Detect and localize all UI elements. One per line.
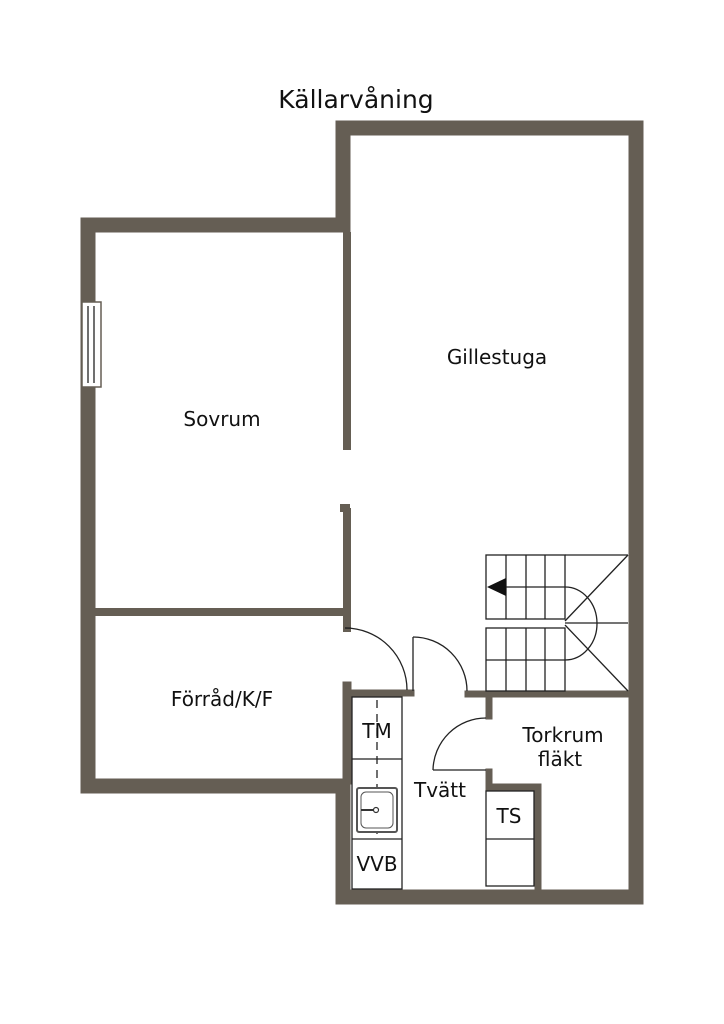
fixture-label-ts: TS: [496, 804, 522, 828]
room-label-forrad: Förråd/K/F: [171, 687, 273, 711]
room-label-torkrum: Torkrum: [521, 723, 603, 747]
laundry-counter: [351, 696, 403, 890]
dryer-cabinet: [485, 790, 535, 887]
stair-direction-arrow-icon: [487, 578, 506, 596]
sink-icon: [356, 787, 398, 833]
room-label-sovrum: Sovrum: [183, 407, 260, 431]
staircase: [485, 554, 629, 692]
fixture-label-vvb: VVB: [356, 852, 397, 876]
fixture-label-tm: TM: [361, 719, 391, 743]
room-label-tvatt: Tvätt: [413, 778, 466, 802]
outer-wall: [80, 120, 644, 905]
interior-walls: [92, 232, 632, 893]
room-label-gillestuga: Gillestuga: [447, 345, 547, 369]
door-torkrum: [432, 717, 487, 771]
room-label-flakt: fläkt: [538, 747, 582, 771]
floor-title: Källarvåning: [278, 85, 433, 114]
window: [81, 301, 102, 388]
door-forrad: [344, 627, 408, 691]
door-tvatt: [412, 636, 468, 692]
